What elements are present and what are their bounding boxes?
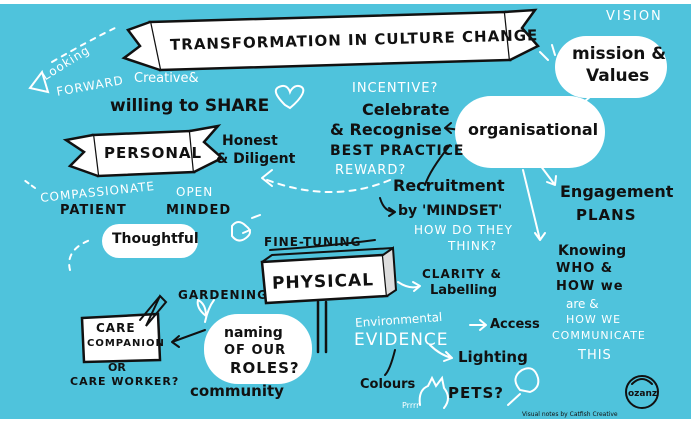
communicate-label: COMMUNICATE [552,329,646,342]
evidence-label: EVIDENCE [354,330,449,350]
creative-label: Creative& [134,71,199,86]
how-we-2-label: HOW WE [566,313,622,326]
credit-label: Visual notes by Catfish Creative [522,411,618,418]
are-label: are & [566,297,599,311]
clarity-label: CLARITY & [422,267,502,281]
roles-cloud [204,314,312,384]
prrr-label: Prrrr [402,401,420,410]
or-label: OR [108,361,126,374]
how-we-label: HOW we [556,279,624,294]
organisational-cloud [455,96,605,168]
access-label: Access [490,317,540,332]
top-border [0,0,691,4]
best-practice-label: BEST PRACTICE [330,143,465,159]
diligent-label: & Diligent [216,151,296,167]
think-label: THINK? [448,239,498,253]
companion-label: COMPANION [87,338,165,349]
vision-label: VISION [606,9,663,24]
recognise-label: & Recognise [330,120,442,139]
mission-cloud [555,36,667,98]
of-our-label: OF OUR [224,343,287,358]
open-label: OPEN [176,185,214,199]
community-label: community [190,382,284,400]
minded-label: MINDED [166,203,232,218]
plans-label: PLANS [576,206,637,224]
thoughtful-label: Thoughtful [112,231,199,247]
pets-label: PETS? [448,384,504,402]
who-label: WHO & [556,261,614,276]
incentive-label: INCENTIVE? [352,81,439,96]
mission-label: mission & [572,44,667,64]
how-do-they-label: HOW DO THEY [414,223,513,237]
care-label: CARE [96,321,136,335]
this-label: THIS [578,348,612,363]
reward-label: REWARD? [335,163,407,178]
physical-label: PHYSICAL [271,270,375,294]
patient-label: PATIENT [60,203,127,218]
bottom-border [0,419,691,425]
roles-label: ROLES? [230,359,300,377]
gardening-label: GARDENING [178,288,268,302]
organisational-label: organisational [468,120,599,139]
willing-to-share-label: willing to SHARE [110,96,270,116]
engagement-label: Engagement [560,182,674,201]
colours-label: Colours [360,377,416,392]
labelling-label: Labelling [430,283,498,298]
values-label: Values [586,66,650,86]
celebrate-label: Celebrate [362,100,450,119]
naming-label: naming [224,325,283,341]
recruitment-label: Recruitment [393,176,505,195]
lighting-label: Lighting [458,348,528,366]
fine-tuning-label: FINE-TUNING [264,235,362,249]
knowing-label: Knowing [558,243,627,259]
thoughtful-cloud [102,224,198,258]
care-worker-label: CARE WORKER? [70,375,180,388]
personal-label: PERSONAL [104,144,203,162]
logo-label: ozanz [628,389,658,399]
mindset-label: by 'MINDSET' [398,203,503,219]
honest-label: Honest [222,133,278,149]
